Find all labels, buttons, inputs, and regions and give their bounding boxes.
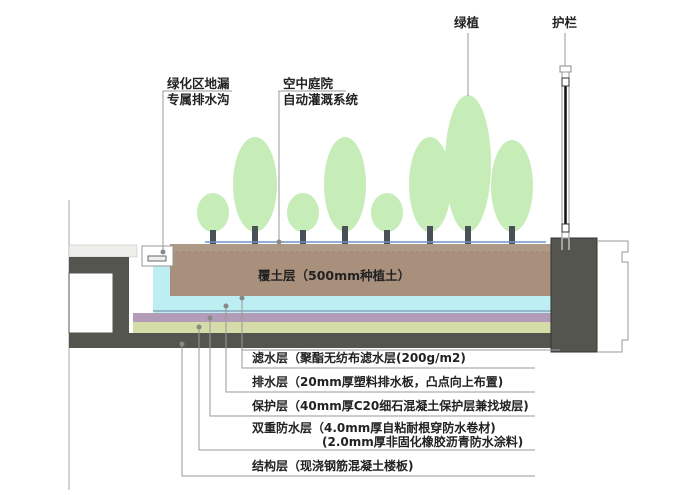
waterproof-leader-dot [196, 324, 202, 330]
protection-leader [209, 318, 535, 417]
irrigation-leader [278, 90, 346, 242]
drainage-leader [225, 306, 535, 393]
tree-trunk [252, 226, 258, 244]
tree-trunk [210, 230, 216, 244]
soil-top [170, 244, 551, 252]
drain-leader-dot [160, 249, 166, 255]
tree-trunk [509, 226, 515, 244]
irrigation-label-2: 自动灌溉系统 [283, 92, 359, 107]
tree-canopy [409, 137, 451, 232]
tree-trunk [342, 226, 348, 244]
parapet-wall [550, 237, 598, 353]
tree-trunk [300, 230, 306, 244]
tree-canopy [324, 137, 366, 232]
tree-canopy [287, 193, 319, 232]
layer-label-filter: 滤水层（聚酯无纺布滤水层(200g/m2) [252, 350, 466, 365]
tree-trunk [384, 230, 390, 244]
floor-drain-icon [147, 255, 167, 262]
structure-slab [69, 257, 551, 348]
left-opening [69, 273, 113, 333]
irrigation-label-1: 空中庭院 [283, 76, 334, 91]
tree-trunk [465, 226, 471, 244]
layer-label-drainage: 排水层（20mm厚塑料排水板，凸点向上布置) [252, 374, 503, 389]
railing-label: 护栏 [552, 15, 578, 30]
tree-canopy [445, 95, 491, 232]
layer-label-structure: 结构层（现浇钢筋混凝土楼板) [252, 458, 414, 473]
drainage-layer [153, 265, 551, 313]
tree-canopy [491, 140, 533, 232]
railing-cap [559, 65, 572, 73]
railing-clamp-bottom [561, 223, 570, 233]
parapet-outline [597, 240, 629, 353]
tree-canopy [233, 137, 277, 232]
tree-trunk [427, 226, 433, 244]
waterproof-layer [133, 322, 551, 333]
soil-layer [170, 244, 551, 296]
pavement [68, 244, 138, 258]
layer-label-protection: 保护层（40mm厚C20细石混凝土保护层兼找坡层) [251, 398, 529, 413]
protection-layer [133, 313, 551, 322]
structure-leader [181, 344, 535, 477]
soil-layer-label: 覆土层（500mm种植土） [257, 268, 410, 283]
structure-leader-dot [179, 341, 185, 347]
left-opening-frame [68, 272, 114, 334]
trees [197, 95, 533, 244]
filter-leader [241, 298, 535, 369]
filter-leader-dot [239, 295, 245, 301]
protection-leader-dot [207, 315, 213, 321]
drain-label-2: 专属排水沟 [167, 92, 230, 107]
drain-leader [162, 90, 232, 252]
tree-canopy [197, 193, 229, 232]
drain-label-1: 绿化区地漏 [167, 76, 230, 91]
railing-frame [561, 71, 570, 239]
railing-clamp-top [561, 77, 570, 87]
greenery-label: 绿植 [454, 15, 480, 30]
layer-label-waterproof: 双重防水层（4.0mm厚自粘耐根穿防水卷材) [252, 420, 496, 435]
layer-label-waterproof-2: (2.0mm厚非固化橡胶沥青防水涂料) [322, 434, 523, 449]
irrigation-leader-dot [276, 239, 282, 245]
waterproof-leader [198, 327, 535, 451]
drainage-leader-dot [223, 303, 229, 309]
tree-canopy [371, 193, 403, 232]
